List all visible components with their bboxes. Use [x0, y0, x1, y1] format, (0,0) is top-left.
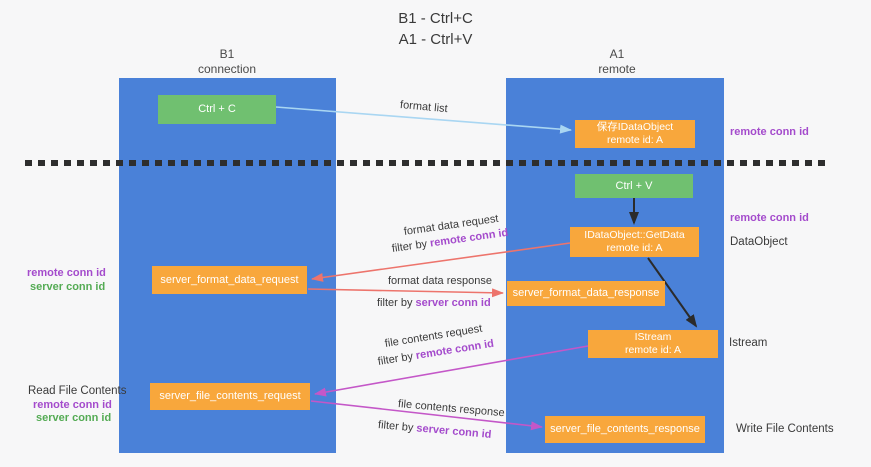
save-idataobject-box: 保存IDataObject remote id: A	[575, 120, 695, 148]
ctrl-v-label: Ctrl + V	[615, 179, 653, 192]
file-contents-response-label: file contents response	[397, 398, 506, 420]
lane-header-b1: B1 connection	[167, 47, 287, 77]
server-format-data-response-box: server_format_data_response	[507, 281, 665, 306]
ctrl-c-box: Ctrl + C	[158, 95, 276, 124]
read-file-contents-annotation: Read File Contents	[28, 385, 127, 397]
server-file-contents-response-box: server_file_contents_response	[545, 416, 705, 443]
arrow-format-data-response	[307, 288, 504, 298]
server-file-contents-request-box: server_file_contents_request	[150, 383, 310, 410]
filter-by-text: filter by	[391, 237, 431, 255]
dataobject-annotation: DataObject	[730, 236, 788, 248]
istream-line1: IStream	[634, 331, 672, 343]
istream-line2: remote id: A	[624, 344, 682, 356]
lane-a1-name: A1	[609, 47, 625, 61]
server-format-data-response-label: server_format_data_response	[512, 287, 660, 299]
filter-by-text: filter by	[377, 419, 417, 435]
write-file-contents-annotation: Write File Contents	[736, 423, 834, 435]
getdata-line2: remote id: A	[606, 242, 663, 254]
idataobject-getdata-box: IDataObject::GetData remote id: A	[570, 227, 699, 257]
server-format-data-request-label: server_format_data_request	[160, 273, 299, 286]
server-file-contents-request-label: server_file_contents_request	[159, 390, 301, 402]
server-format-data-request-box: server_format_data_request	[152, 266, 307, 294]
left-file-server-conn-id-annotation: server conn id	[36, 412, 112, 424]
lane-a1-role: remote	[598, 62, 636, 76]
lane-b1-role: connection	[197, 62, 257, 76]
lane-header-a1: A1 remote	[557, 47, 677, 77]
left-server-conn-id-annotation: server conn id	[30, 281, 106, 293]
phase-divider-dashed-line	[25, 160, 828, 166]
right-getdata-remote-conn-id-annotation: remote conn id	[730, 212, 809, 224]
server-conn-id-key: server conn id	[415, 422, 492, 441]
title-line-1: B1 - Ctrl+C	[398, 10, 473, 27]
server-file-contents-response-label: server_file_contents_response	[550, 423, 700, 435]
lane-b1-name: B1	[219, 47, 235, 61]
diagram-title: B1 - Ctrl+C A1 - Ctrl+V	[0, 8, 871, 50]
left-file-remote-conn-id-annotation: remote conn id	[33, 399, 112, 411]
ctrl-c-label: Ctrl + C	[198, 103, 236, 115]
format-data-response-filter-label: filter by server conn id	[377, 297, 491, 310]
istream-box: IStream remote id: A	[588, 330, 718, 358]
format-data-response-label: format data response	[388, 275, 492, 287]
title-line-2: A1 - Ctrl+V	[398, 31, 473, 48]
getdata-line1: IDataObject::GetData	[584, 229, 685, 241]
file-contents-response-filter-label: filter by server conn id	[377, 419, 492, 442]
right-save-remote-conn-id-annotation: remote conn id	[730, 126, 809, 138]
left-remote-conn-id-annotation: remote conn id	[27, 267, 106, 279]
filter-by-text: filter by	[376, 350, 417, 368]
ctrl-v-box: Ctrl + V	[575, 174, 693, 198]
filter-by-text: filter by	[377, 297, 416, 309]
format-list-label: format list	[399, 99, 449, 116]
save-idataobject-line1: 保存IDataObject	[596, 121, 674, 133]
save-idataobject-line2: remote id: A	[606, 134, 664, 146]
server-conn-id-key: server conn id	[415, 297, 491, 309]
istream-annotation: Istream	[729, 337, 768, 349]
